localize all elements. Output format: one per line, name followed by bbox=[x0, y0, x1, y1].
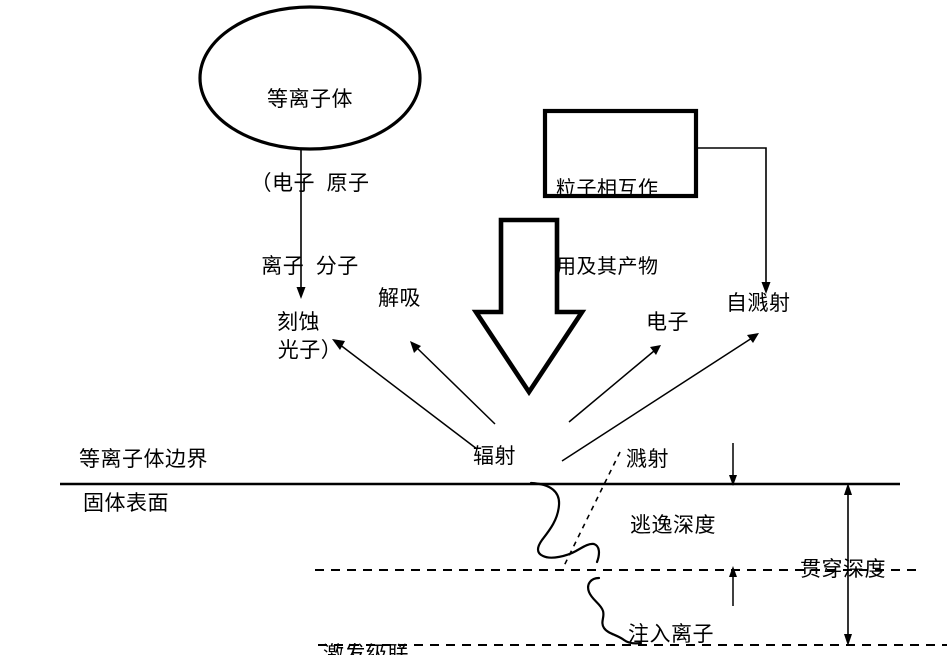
box-to-self-sputtering-connector bbox=[696, 147, 767, 285]
particle-interaction-line-2: 用及其产物 bbox=[556, 256, 659, 278]
sputtering-label: 溅射 bbox=[626, 447, 669, 471]
self-sputtering-label: 自溅射 bbox=[726, 291, 791, 315]
collision-cascade-line-1: 激发级联 bbox=[323, 642, 409, 655]
plasma-species-line-3: 离子 分子 bbox=[261, 254, 359, 279]
etching-arrowhead bbox=[332, 339, 345, 350]
radiation-label: 辐射 bbox=[473, 444, 516, 468]
particle-interaction-box-shape bbox=[542, 108, 699, 199]
particle-interaction-label: 粒子相互作 用及其产物 bbox=[556, 124, 696, 332]
penetration-depth-label: 贯穿深度 bbox=[800, 557, 886, 581]
plasma-boundary-label: 等离子体边界 bbox=[79, 447, 208, 471]
desorption-label: 解吸 bbox=[378, 286, 421, 310]
incident-beam-block-arrow bbox=[471, 217, 587, 397]
particle-interaction-line-1: 粒子相互作 bbox=[556, 178, 659, 200]
electrons-label: 电子 bbox=[646, 310, 689, 334]
plasma-species-line-2: （电子 原子 bbox=[250, 170, 370, 195]
radiation-to-etching-arrow bbox=[338, 343, 478, 450]
penetration-depth-bottom-arrowhead bbox=[844, 634, 852, 646]
sputtering-escape-dotted-line bbox=[562, 451, 621, 569]
particle-trajectory-lower bbox=[587, 576, 643, 645]
box-connector-arrowhead bbox=[761, 282, 771, 294]
escape-depth-label: 逃逸深度 bbox=[630, 513, 716, 537]
desorption-arrowhead bbox=[410, 341, 421, 353]
plasma-species-label: 等离子体 （电子 原子 离子 分子 光子） bbox=[210, 30, 410, 421]
particle-trajectory-upper bbox=[529, 481, 601, 564]
solid-surface-label: 固体表面 bbox=[83, 491, 169, 515]
escape-depth-lower-tick-arrowhead bbox=[729, 566, 737, 577]
escape-depth-measure-arrowhead bbox=[729, 475, 737, 486]
radiation-to-electrons-arrow bbox=[568, 350, 655, 423]
electrons-arrowhead bbox=[650, 345, 661, 355]
penetration-depth-top-arrowhead bbox=[844, 483, 852, 495]
plasma-species-ellipse-shape bbox=[198, 5, 422, 151]
radiation-to-desorption-arrow bbox=[415, 346, 496, 425]
plasma-species-line-4: 光子） bbox=[277, 338, 343, 363]
ellipse-connector-arrowhead bbox=[296, 287, 306, 299]
radiation-to-self-sputtering-arrow bbox=[561, 337, 753, 462]
implanted-ions-label: 注入离子 bbox=[628, 622, 714, 646]
self-sputtering-arrowhead bbox=[747, 333, 759, 343]
plasma-species-line-1: 等离子体 bbox=[267, 86, 353, 111]
etching-label: 刻蚀 bbox=[277, 310, 320, 334]
collision-cascade-label: 激发级联 碰撞 bbox=[323, 586, 409, 655]
